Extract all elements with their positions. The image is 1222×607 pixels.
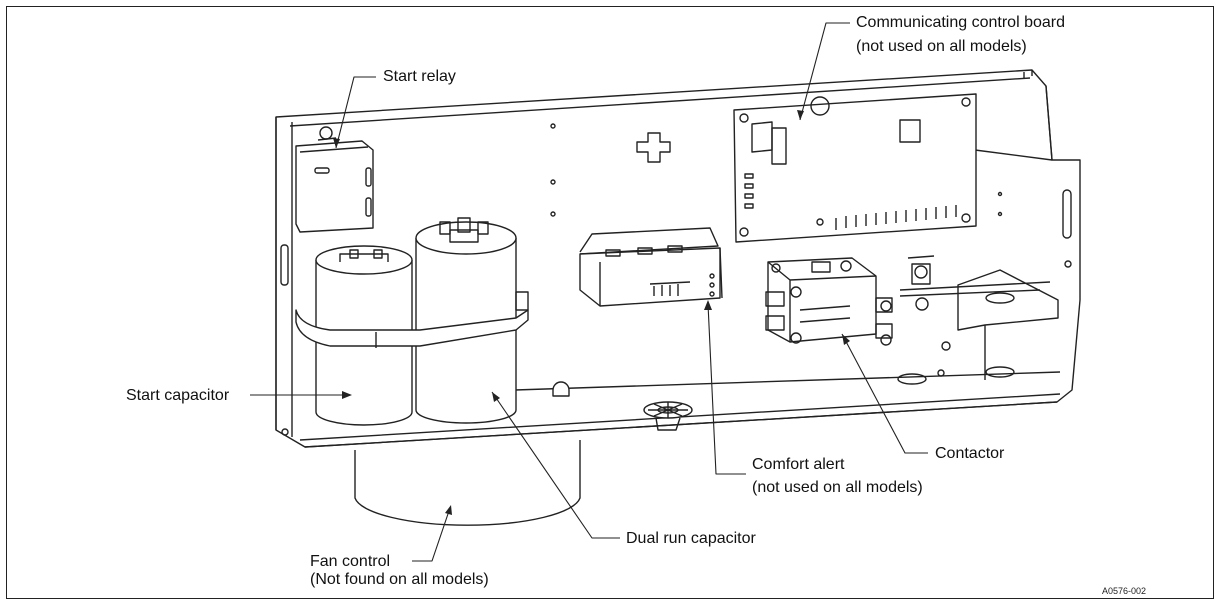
label-comfort-alert-line2: (not used on all models): [752, 479, 923, 496]
leader-control-board: [799, 22, 850, 121]
leader-dual-run-capacitor: [491, 391, 620, 539]
comfort-alert-module: [579, 227, 723, 307]
label-comfort-alert-line1: Comfort alert: [752, 456, 845, 473]
figure-code: A0576-002: [1102, 586, 1147, 596]
dome-plug: [552, 381, 570, 397]
control-board: [733, 93, 977, 243]
leader-arrowheads: [333, 110, 850, 515]
leader-start-relay: [335, 76, 376, 149]
label-contactor: Contactor: [935, 445, 1005, 462]
label-dual-run-capacitor: Dual run capacitor: [626, 530, 756, 547]
leader-comfort-alert: [707, 303, 746, 475]
label-control-board-line1: Communicating control board: [856, 14, 1065, 31]
capacitor-strap: [295, 291, 529, 348]
label-start-capacitor: Start capacitor: [126, 387, 230, 404]
label-fan-control-line2: (Not found on all models): [310, 571, 489, 588]
fan-control: [354, 440, 581, 526]
label-control-board-line2: (not used on all models): [856, 38, 1027, 55]
leader-lines: [250, 22, 928, 562]
label-fan-control-line1: Fan control: [310, 553, 391, 570]
leader-contactor: [841, 333, 928, 454]
label-start-relay: Start relay: [383, 68, 456, 85]
leader-fan-control: [412, 507, 451, 562]
contactor: [765, 255, 935, 346]
grommet: [643, 401, 693, 431]
figure-frame: [6, 6, 1214, 599]
start-relay: [295, 126, 374, 233]
